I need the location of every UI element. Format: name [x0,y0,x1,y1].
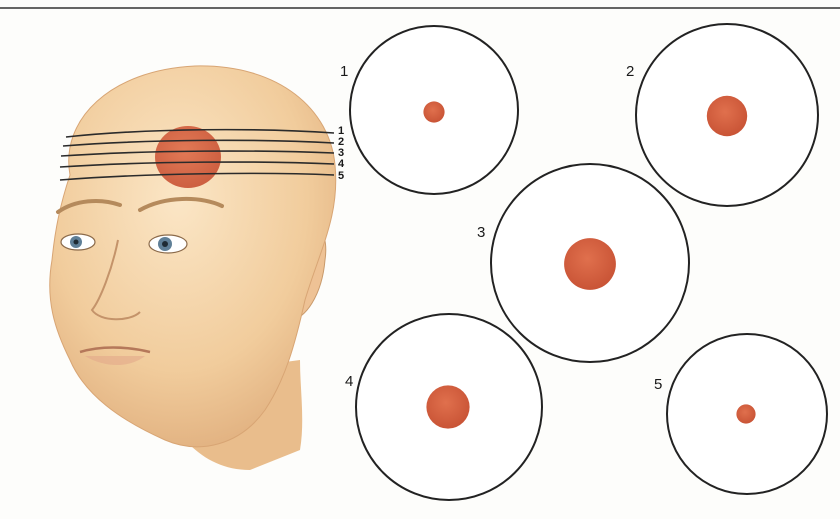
section-1-label: 1 [340,63,348,80]
section-4-label: 4 [345,373,353,390]
band-label-5: 5 [338,170,344,182]
section-5-lesion [736,404,755,423]
section-5-label: 5 [654,376,662,393]
head-illustration: 1 2 3 4 5 [50,66,345,470]
section-2-lesion [707,96,747,136]
left-eye [61,234,95,250]
section-1: 1 [340,26,518,194]
section-4: 4 [345,314,542,500]
section-1-lesion [423,101,444,122]
section-2: 2 [626,24,818,206]
section-2-label: 2 [626,63,634,80]
forehead-lesion [155,126,221,188]
section-3: 3 [477,164,689,362]
section-3-lesion [564,238,616,290]
right-eye [149,235,187,253]
section-5: 5 [654,334,827,494]
section-3-label: 3 [477,224,485,241]
band-label-4: 4 [338,158,345,170]
section-4-lesion [426,385,469,428]
